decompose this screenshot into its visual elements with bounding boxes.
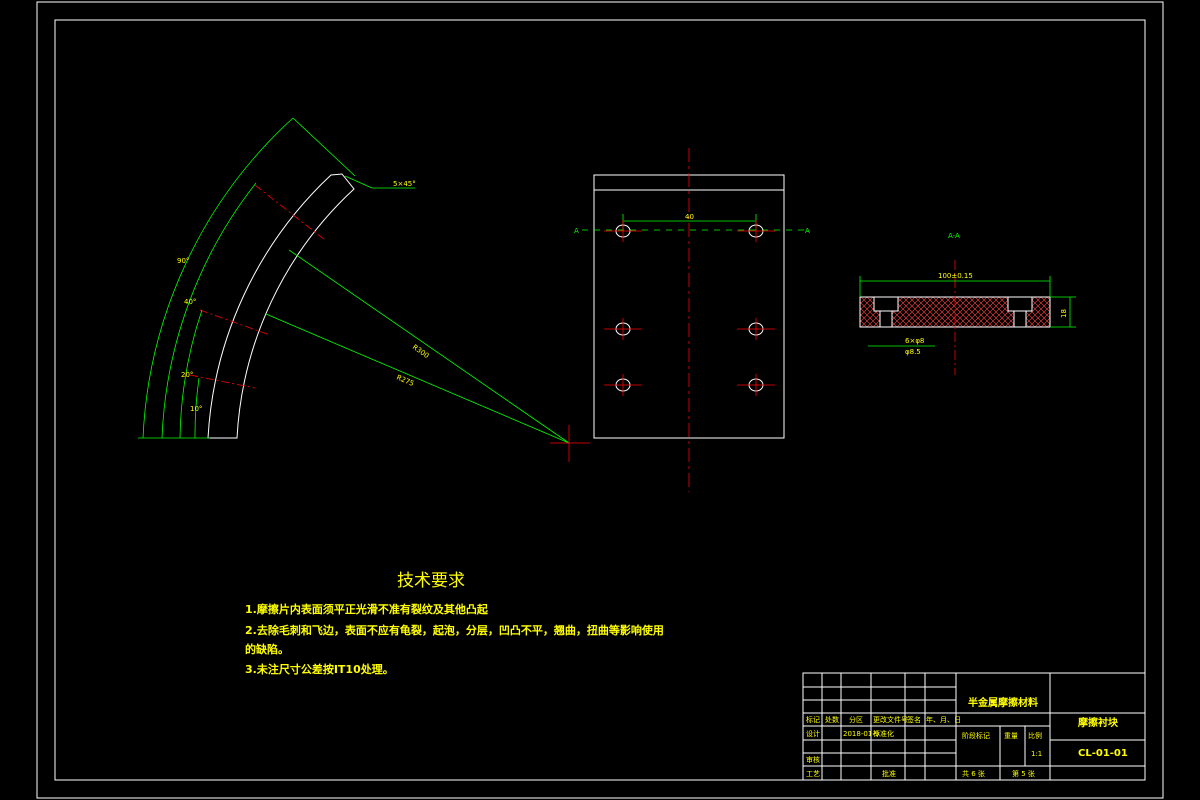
- tb-header-sign: 签名: [907, 715, 921, 724]
- hole: [737, 374, 775, 396]
- ang-dim-arc-3: [179, 309, 203, 439]
- ang-ext-top: [292, 117, 356, 177]
- hole: [737, 318, 775, 340]
- tb-header-mark: 标记: [806, 715, 820, 724]
- hole: [604, 220, 642, 242]
- hole-note-1: 6×φ8: [905, 337, 924, 345]
- hole-note-2: φ8.5: [905, 348, 921, 356]
- ang-dim-arc-1: [142, 117, 294, 439]
- section-width-label: 100±0.15: [938, 272, 973, 280]
- r275-label: R275: [395, 373, 415, 387]
- tech-line-3: 的缺陷。: [245, 642, 289, 656]
- hole: [737, 220, 775, 242]
- hole: [604, 318, 642, 340]
- technical-requirements: 技术要求 1.摩擦片内表面须平正光滑不准有裂纹及其他凸起 2.去除毛刺和飞边，表…: [245, 571, 664, 676]
- section-aa-label: A-A: [948, 232, 960, 240]
- section-arrow-left: A: [574, 227, 579, 235]
- angle-40-label: 40°: [184, 298, 196, 306]
- angle-10-label: 10°: [190, 405, 202, 413]
- tb-design-label: 设计: [806, 729, 820, 738]
- section-hole-right: [1013, 310, 1027, 328]
- tb-part-name: 摩擦衬块: [1078, 716, 1119, 729]
- section-arrow-right: A: [805, 227, 810, 235]
- tb-header-docno: 更改文件号: [873, 715, 908, 724]
- tb-header-zone: 分区: [849, 715, 863, 724]
- hole: [604, 374, 642, 396]
- tb-sheets-total: 共 6 张: [962, 769, 985, 778]
- tech-title: 技术要求: [397, 571, 465, 591]
- angle-20-label: 20°: [181, 371, 193, 379]
- pad-centerline-3: [189, 374, 256, 389]
- chamfer-label: 5×45°: [393, 180, 416, 188]
- title-block: 半金属摩擦材料 摩擦衬块 CL-01-01 标记 处数 分区 更改文件号 签名 …: [802, 672, 1146, 781]
- r275-leader: [265, 313, 570, 444]
- tb-material: 半金属摩擦材料: [968, 696, 1038, 709]
- section-thickness-label: 18: [1060, 309, 1068, 318]
- tb-design-date: 2018-01-9: [843, 730, 879, 738]
- tb-review-label: 审核: [806, 755, 820, 764]
- section-hole-left: [879, 310, 893, 328]
- section-aa-view: A-A 100±0.15 18 6×φ8 φ8.5: [859, 232, 1076, 375]
- tb-standard-label: 标准化: [873, 729, 894, 738]
- tech-line-4: 3.未注尺寸公差按IT10处理。: [245, 662, 394, 676]
- section-counterbore-right: [1007, 296, 1033, 312]
- inner-frame: [54, 19, 1146, 781]
- front-view: A A 40: [574, 148, 810, 492]
- tb-weight-label: 重量: [1004, 732, 1018, 740]
- pad-outline: [207, 173, 355, 439]
- pad-centerline-2: [199, 309, 271, 336]
- tb-header-date: 年、月、日: [926, 715, 961, 724]
- r300-leader: [288, 249, 570, 444]
- chamfer-leader: [344, 175, 373, 189]
- tb-sheet-no: 第 5 张: [1012, 769, 1035, 778]
- tb-stage-label: 阶段标记: [962, 731, 990, 740]
- tb-header-count: 处数: [825, 715, 839, 724]
- ang-dim-arc-2: [161, 182, 257, 439]
- section-counterbore-left: [873, 296, 899, 312]
- outer-frame: [36, 1, 1164, 799]
- angle-90-label: 90°: [177, 257, 189, 265]
- tb-scale-label: 比例: [1028, 731, 1042, 740]
- tb-approve-label: 批准: [882, 769, 896, 778]
- tb-drawing-no: CL-01-01: [1078, 748, 1128, 759]
- tech-line-2: 2.去除毛刺和飞边，表面不应有龟裂，起泡，分层，凹凸不平，翘曲，扭曲等影响使用: [245, 623, 664, 637]
- tech-line-1: 1.摩擦片内表面须平正光滑不准有裂纹及其他凸起: [245, 602, 489, 616]
- pad-centerline-1: [254, 184, 326, 241]
- hole-spacing-label: 40: [685, 213, 694, 221]
- tb-scale-value: 1:1: [1031, 750, 1042, 758]
- curved-pad-view: 5×45° R300 R275 90° 40° 20° 10°: [138, 117, 590, 462]
- tb-process-label: 工艺: [806, 770, 820, 778]
